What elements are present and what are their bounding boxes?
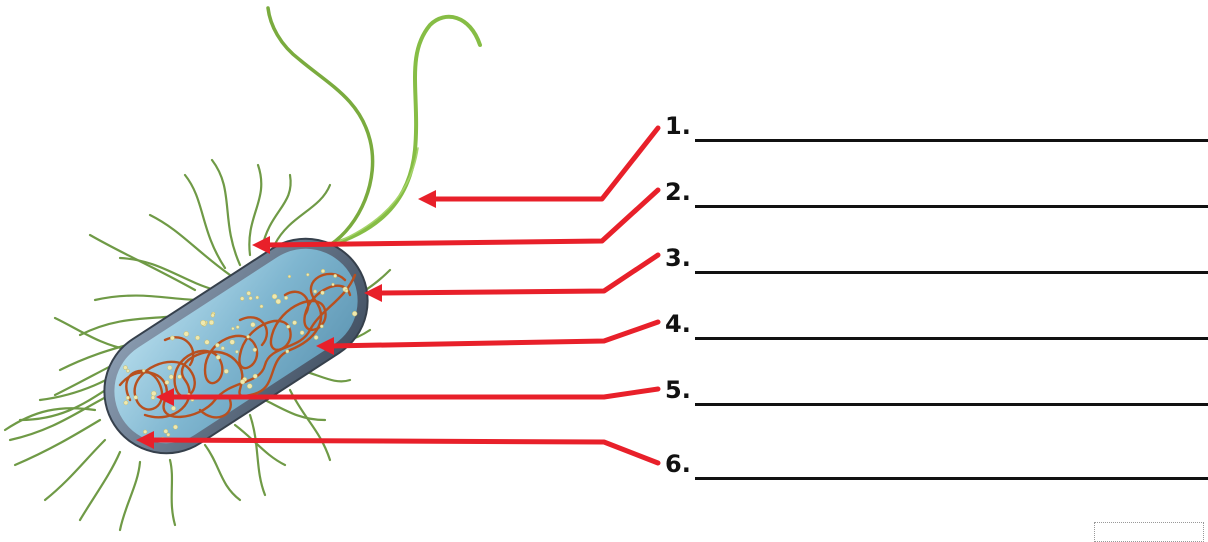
ribosome-dot [240, 297, 244, 301]
ribosome-dot [164, 429, 168, 433]
ribosome-dot [167, 433, 170, 436]
ribosome-dot [171, 406, 175, 410]
ribosome-dot [151, 391, 156, 396]
ribosome-dot [169, 375, 173, 379]
ribosome-dot [124, 401, 128, 405]
arrowhead-2 [252, 236, 270, 254]
flagellum [268, 8, 480, 245]
ribosome-dot [211, 314, 215, 318]
ribosome-dot [288, 275, 291, 278]
ribosome-dot [195, 336, 199, 340]
ribosome-dot [123, 366, 127, 370]
ribosome-dot [272, 294, 277, 299]
ribosome-dot [287, 325, 290, 328]
ribosome-dot [253, 374, 257, 378]
ribosome-dot [173, 425, 177, 429]
ribosome-dot [165, 380, 169, 384]
label-row-5: 5. [665, 372, 1208, 412]
arrow-6 [150, 440, 658, 463]
label-number-1: 1. [665, 112, 691, 140]
ribosome-dot [321, 269, 325, 273]
ribosome-dot [216, 355, 220, 359]
label-number-5: 5. [665, 376, 691, 404]
arrow-3 [378, 255, 658, 293]
ribosome-dot [143, 430, 147, 434]
ribosome-dot [151, 396, 155, 400]
label-number-3: 3. [665, 244, 691, 272]
ribosome-dot [134, 395, 138, 399]
label-number-4: 4. [665, 310, 691, 338]
ribosome-dot [253, 348, 257, 352]
ribosome-dot [126, 369, 129, 372]
ribosome-dot [240, 380, 245, 385]
ribosome-dot [236, 326, 239, 329]
answer-line-6[interactable] [695, 477, 1208, 480]
ribosome-dot [209, 320, 214, 325]
answer-line-2[interactable] [695, 205, 1208, 208]
ribosome-dot [284, 296, 288, 300]
ribosome-dot [249, 297, 252, 300]
ribosome-dot [232, 327, 235, 330]
ribosome-dot [334, 274, 337, 277]
ribosome-dot [260, 305, 263, 308]
label-row-6: 6. [665, 446, 1208, 486]
ribosome-dot [321, 291, 325, 295]
arrowhead-1 [418, 190, 436, 208]
ribosome-dot [293, 321, 297, 325]
label-row-4: 4. [665, 306, 1208, 346]
ribosome-dot [235, 350, 238, 353]
answer-line-5[interactable] [695, 403, 1208, 406]
label-row-2: 2. [665, 174, 1208, 214]
ribosome-dot [247, 291, 251, 295]
ribosome-dot [205, 340, 210, 345]
ribosome-dot [126, 396, 130, 400]
ribosome-dot [201, 320, 206, 325]
ribosome-dot [215, 343, 219, 347]
ribosome-dot [332, 283, 335, 286]
ribosome-dot [178, 375, 182, 379]
ribosome-dot [300, 331, 304, 335]
ribosome-dot [230, 340, 235, 345]
arrow-4 [330, 322, 658, 346]
corner-placeholder-box [1094, 522, 1204, 542]
answer-line-1[interactable] [695, 139, 1208, 142]
label-row-3: 3. [665, 240, 1208, 280]
label-row-1: 1. [665, 108, 1208, 148]
label-number-2: 2. [665, 178, 691, 206]
ribosome-dot [170, 336, 174, 340]
ribosome-dot [247, 384, 252, 389]
ribosome-dot [221, 347, 224, 350]
ribosome-dot [256, 296, 259, 299]
ribosome-dot [184, 331, 189, 336]
ribosome-dot [247, 335, 250, 338]
ribosome-dot [286, 350, 289, 353]
ribosome-dot [224, 369, 228, 373]
ribosome-dot [345, 289, 348, 292]
answer-line-3[interactable] [695, 271, 1208, 274]
ribosome-dot [167, 365, 172, 370]
ribosome-dot [320, 325, 323, 328]
ribosome-dot [251, 322, 256, 327]
ribosome-dot [142, 369, 145, 372]
ribosome-dot [306, 273, 309, 276]
ribosome-dot [276, 299, 281, 304]
arrow-1 [432, 128, 658, 199]
ribosome-dot [314, 335, 318, 339]
answer-line-4[interactable] [695, 337, 1208, 340]
ribosome-dot [313, 290, 316, 293]
label-number-6: 6. [665, 450, 691, 478]
ribosome-dot [352, 311, 357, 316]
